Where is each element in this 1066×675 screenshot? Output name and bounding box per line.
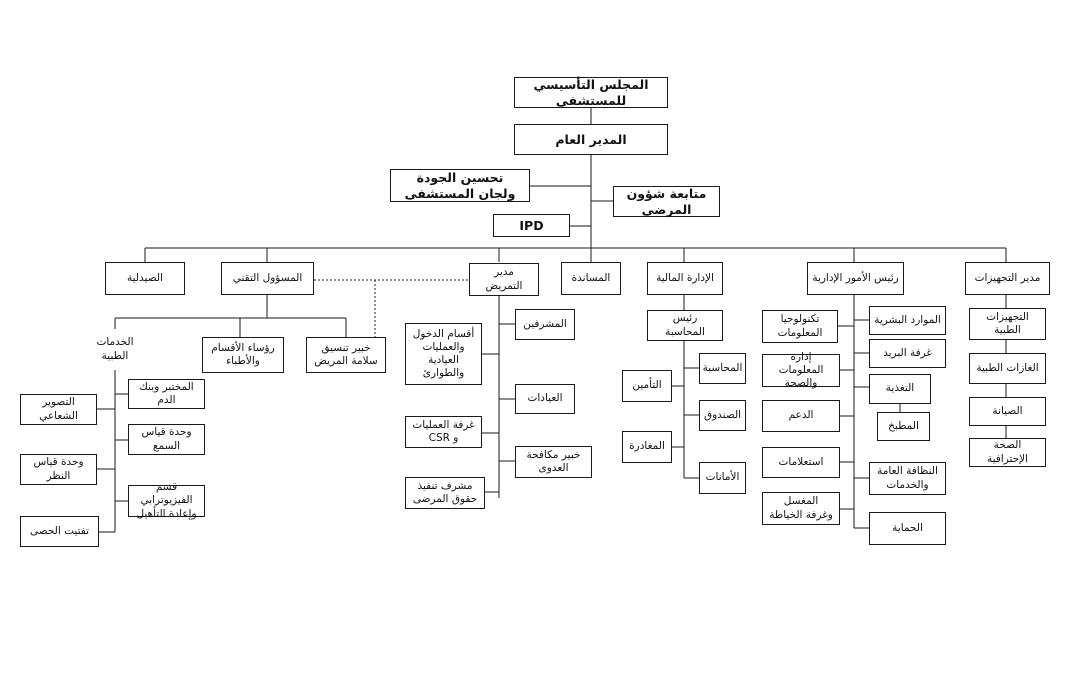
node-patient-rights: مشرف تنفيذ حقوق المرضى xyxy=(405,477,485,509)
node-equipment-manager-label: مدير التجهيزات xyxy=(974,271,1041,284)
node-medical-services: الخدمات الطبية xyxy=(85,329,145,370)
node-occupational-health-label: الصحة الإحترافية xyxy=(986,439,1029,465)
node-mail-room: غرفة البريد xyxy=(869,339,946,368)
node-nursing-manager-label: مدير التمريض xyxy=(485,266,523,292)
dotted-connector-lines xyxy=(314,279,469,337)
node-lab-blood-bank-label: المختبر وبنك الدم xyxy=(139,380,194,406)
node-security: الحماية xyxy=(869,512,946,545)
node-hearing-unit-label: وحدة قياس السمع xyxy=(141,426,192,452)
node-vision-unit: وحدة قياس النظر xyxy=(20,454,97,485)
node-patient-affairs: متابعة شؤون المرضى xyxy=(613,186,720,217)
node-operating-room-csr-label: غرفة العمليات و CSR xyxy=(412,418,475,444)
node-cashbox: الصندوق xyxy=(699,400,746,431)
node-information-technology-label: تكنولوجيا المعلومات xyxy=(777,313,823,339)
node-physiotherapy: قسم الفيزيوترابي وإعادة التأهيل xyxy=(128,481,205,520)
connector-lines xyxy=(97,108,1007,533)
node-cleaning-services-label: النظافة العامة والخدمات xyxy=(877,465,938,491)
node-admission-departments: أقسام الدخول والعمليات العيادية والطوارئ xyxy=(405,323,482,385)
node-nutrition: التغذية xyxy=(869,374,931,404)
node-equipment-manager: مدير التجهيزات xyxy=(965,262,1050,295)
node-admin-head-label: رئيس الأمور الإدارية xyxy=(812,271,899,284)
node-information-technology: تكنولوجيا المعلومات xyxy=(762,310,838,343)
node-information-desk-label: استعلامات xyxy=(778,455,824,468)
node-discharge-label: المغادرة xyxy=(629,440,665,453)
node-deposits-label: الأمانات xyxy=(705,471,740,484)
node-medical-equipment-label: التجهيزات الطبية xyxy=(986,310,1029,336)
node-medical-equipment: التجهيزات الطبية xyxy=(969,308,1046,340)
node-pharmacy-label: الصيدلية xyxy=(127,271,163,284)
node-chief-accountant: رئيس المحاسبة xyxy=(647,310,723,341)
node-department-heads-label: رؤساء الأقسام والأطباء xyxy=(211,341,275,367)
node-laundry-tailoring-label: المغسل وغرفة الخياطة xyxy=(769,495,833,521)
node-finance-label: الإدارة المالية xyxy=(656,271,714,284)
node-general-manager: المدير العام xyxy=(514,124,668,155)
node-supervisors: المشرفين xyxy=(515,309,575,340)
node-insurance: التأمين xyxy=(622,370,672,402)
node-technical-officer: المسؤول التقني xyxy=(221,262,314,295)
node-accounting-label: المحاسبة xyxy=(702,361,743,374)
node-security-label: الحماية xyxy=(892,521,923,534)
node-vision-unit-label: وحدة قياس النظر xyxy=(33,456,84,482)
node-chief-accountant-label: رئيس المحاسبة xyxy=(665,312,705,338)
node-occupational-health: الصحة الإحترافية xyxy=(969,438,1046,467)
node-support-label: المساندة xyxy=(571,271,611,284)
node-support-services-label: الدعم xyxy=(788,409,814,422)
node-kitchen-label: المطبخ xyxy=(888,419,919,432)
node-patient-affairs-label: متابعة شؤون المرضى xyxy=(626,185,707,217)
node-support: المساندة xyxy=(561,262,621,295)
node-nursing-manager: مدير التمريض xyxy=(469,263,539,296)
node-radiology-label: التصوير الشعاعي xyxy=(39,396,78,422)
node-board-label: المجلس التأسيسي للمستشفى xyxy=(533,76,649,108)
node-ipd-label: IPD xyxy=(519,217,544,233)
node-kitchen: المطبخ xyxy=(877,412,930,441)
node-information-desk: استعلامات xyxy=(762,447,840,478)
node-human-resources: الموارد البشرية xyxy=(869,306,946,335)
node-accounting: المحاسبة xyxy=(699,353,746,384)
node-insurance-label: التأمين xyxy=(632,379,662,392)
node-discharge: المغادرة xyxy=(622,431,672,463)
node-admin-head: رئيس الأمور الإدارية xyxy=(807,262,904,295)
node-lab-blood-bank: المختبر وبنك الدم xyxy=(128,379,205,409)
node-maintenance: الصيانة xyxy=(969,397,1046,426)
node-admission-departments-label: أقسام الدخول والعمليات العيادية والطوارئ xyxy=(412,327,475,380)
node-mail-room-label: غرفة البريد xyxy=(883,346,932,359)
node-maintenance-label: الصيانة xyxy=(992,404,1023,417)
node-pharmacy: الصيدلية xyxy=(105,262,185,295)
node-lithotripsy-label: تفتيت الحصى xyxy=(30,524,89,537)
node-support-services: الدعم xyxy=(762,400,840,432)
node-cashbox-label: الصندوق xyxy=(703,408,742,421)
node-hearing-unit: وحدة قياس السمع xyxy=(128,424,205,455)
node-ipd: IPD xyxy=(493,214,570,237)
node-technical-officer-label: المسؤول التقني xyxy=(232,271,303,284)
node-physiotherapy-label: قسم الفيزيوترابي وإعادة التأهيل xyxy=(136,481,197,520)
node-health-information-label: إدارة المعلومات والصحة xyxy=(778,350,824,390)
node-laundry-tailoring: المغسل وغرفة الخياطة xyxy=(762,492,840,525)
node-medical-gases-label: الغازات الطبية xyxy=(976,361,1039,374)
node-infection-control: خبير مكافحة العدوى xyxy=(515,446,592,478)
node-department-heads: رؤساء الأقسام والأطباء xyxy=(202,337,284,373)
node-health-information: إدارة المعلومات والصحة xyxy=(762,350,840,390)
node-human-resources-label: الموارد البشرية xyxy=(874,313,941,326)
node-radiology: التصوير الشعاعي xyxy=(20,394,97,425)
node-operating-room-csr: غرفة العمليات و CSR xyxy=(405,416,482,448)
node-quality-committees-label: تحسين الجودة ولجان المستشفى xyxy=(404,169,516,201)
node-quality-committees: تحسين الجودة ولجان المستشفى xyxy=(390,169,530,202)
node-infection-control-label: خبير مكافحة العدوى xyxy=(526,448,581,474)
node-patient-rights-label: مشرف تنفيذ حقوق المرضى xyxy=(412,479,478,505)
node-patient-safety-expert: خبير تنسيق سلامة المريض xyxy=(306,337,386,373)
node-lithotripsy: تفتيت الحصى xyxy=(20,516,99,547)
node-clinics-label: العيادات xyxy=(527,392,563,405)
node-cleaning-services: النظافة العامة والخدمات xyxy=(869,462,946,495)
node-finance: الإدارة المالية xyxy=(647,262,723,295)
node-clinics: العيادات xyxy=(515,384,575,414)
node-nutrition-label: التغذية xyxy=(885,382,915,395)
node-deposits: الأمانات xyxy=(699,462,746,494)
node-medical-services-label: الخدمات الطبية xyxy=(96,336,134,362)
node-supervisors-label: المشرفين xyxy=(523,317,567,330)
node-medical-gases: الغازات الطبية xyxy=(969,353,1046,384)
node-general-manager-label: المدير العام xyxy=(555,131,627,147)
node-board: المجلس التأسيسي للمستشفى xyxy=(514,77,668,108)
node-patient-safety-expert-label: خبير تنسيق سلامة المريض xyxy=(314,341,378,367)
